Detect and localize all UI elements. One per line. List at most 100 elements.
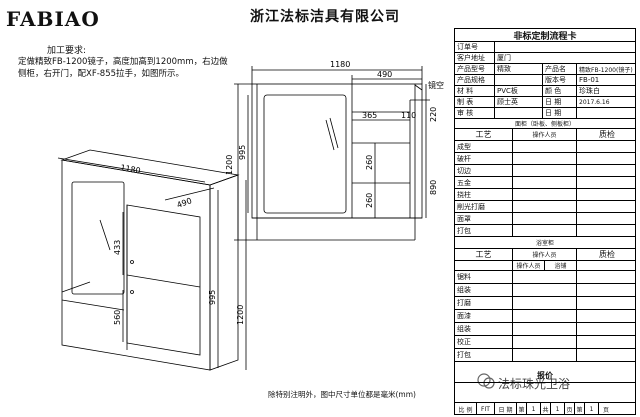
value-product-no: 精致 xyxy=(495,64,543,74)
header-process-2: 工艺 xyxy=(455,249,513,260)
footer-cell: 比 例 xyxy=(455,403,477,415)
header-operator-2: 操作人员 xyxy=(513,249,577,260)
step-row: 组装 xyxy=(455,284,635,297)
step-row: 校正 xyxy=(455,336,635,349)
form-title-row: 非标定制流程卡 xyxy=(455,29,635,42)
value-color: 珍珠白 xyxy=(579,87,600,95)
footer-cell: 第 xyxy=(575,403,585,415)
iso-side xyxy=(209,174,239,371)
step-operator-cell[interactable] xyxy=(513,213,577,224)
step-row: 五金 xyxy=(455,177,635,189)
label-color: 颜 色 xyxy=(543,86,577,96)
step-operator-cell[interactable] xyxy=(513,141,577,152)
step-name: 成型 xyxy=(455,141,513,152)
step-operator-cell[interactable] xyxy=(513,284,577,296)
footer-cell: FIT xyxy=(477,403,495,415)
step-name: 校正 xyxy=(455,336,513,348)
step-operator-cell[interactable] xyxy=(513,177,577,188)
company-logo: FABIAO xyxy=(6,7,100,31)
label-product-name: 产品名 xyxy=(543,64,577,74)
step-operator-cell[interactable] xyxy=(513,323,577,335)
label-product-no: 产品型号 xyxy=(455,64,495,74)
requirements-body: 定做精致FB-1200镜子，高度加高到1200mm，右边做侧柜，右开门，配XF-… xyxy=(18,57,228,79)
step-row: 挠柱 xyxy=(455,189,635,201)
dim-top-890: 890 xyxy=(429,180,438,195)
step-row: 打磨 xyxy=(455,297,635,310)
dim-iso-490: 490 xyxy=(176,196,193,210)
footer-cell: 页 xyxy=(602,406,609,414)
requirements-title: 加工要求: xyxy=(47,46,87,56)
step-name: 打磨 xyxy=(455,297,513,309)
label-version: 版本号 xyxy=(543,75,577,85)
watermark: 法标珠光卫浴 xyxy=(498,377,571,391)
iso-mirror xyxy=(71,181,125,295)
dim-top-260b: 260 xyxy=(365,193,374,208)
dim-top-365: 365 xyxy=(362,111,377,120)
value-version: FB-01 xyxy=(579,76,600,84)
step-row: 削光打磨 xyxy=(455,201,635,213)
sub-operator: 操作人员 xyxy=(513,261,545,270)
step-operator-cell[interactable] xyxy=(513,165,577,176)
dim-top-110: 110 xyxy=(401,111,416,120)
step-name: 打包 xyxy=(455,225,513,236)
label-audit: 审 核 xyxy=(455,108,495,118)
dim-top-sub: 490 xyxy=(377,70,392,79)
step-row: 面漆 xyxy=(455,310,635,323)
step-operator-cell[interactable] xyxy=(513,271,577,283)
step-row: 组装 xyxy=(455,323,635,336)
header-quality: 质检 xyxy=(599,130,615,139)
step-row: 打包 xyxy=(455,349,635,362)
step-name: 面漆 xyxy=(455,310,513,322)
step-name: 组装 xyxy=(455,323,513,335)
company-name: 浙江法标洁具有限公司 xyxy=(250,9,400,25)
dim-iso-433: 433 xyxy=(113,240,122,255)
step-operator-cell[interactable] xyxy=(513,336,577,348)
header-operator: 操作人员 xyxy=(513,129,577,140)
step-name: 挠柱 xyxy=(455,189,513,200)
mirror-gap-label: 镜空 xyxy=(428,80,444,90)
label-date: 日 期 xyxy=(543,97,577,107)
process-card: 非标定制流程卡 订单号 客户地址 厦门 产品型号 精致 产品名 精致FB-120… xyxy=(454,28,636,415)
value-material: PVC板 xyxy=(495,86,543,96)
step-operator-cell[interactable] xyxy=(513,349,577,361)
step-operator-cell[interactable] xyxy=(513,225,577,236)
label-order-no: 订单号 xyxy=(455,42,495,52)
front-view-frame xyxy=(251,83,423,219)
footer-cell: 1 xyxy=(551,403,565,415)
footer-cell: 第 xyxy=(517,403,527,415)
footer-cell: 1 xyxy=(527,403,541,415)
iso-front xyxy=(61,159,211,371)
form-title: 非标定制流程卡 xyxy=(513,31,577,42)
step-operator-cell[interactable] xyxy=(513,189,577,200)
footer-cell: 共 xyxy=(541,403,551,415)
step-name: 破杆 xyxy=(455,153,513,164)
step-operator-cell[interactable] xyxy=(513,153,577,164)
wechat-icon xyxy=(477,373,495,389)
header-quality-2: 质检 xyxy=(599,250,615,259)
dim-iso-1200: 1200 xyxy=(236,305,245,325)
step-row: 切边 xyxy=(455,165,635,177)
step-operator-cell[interactable] xyxy=(513,297,577,309)
label-audit-date: 日 期 xyxy=(543,108,577,118)
value-customer: 厦门 xyxy=(497,54,511,62)
footer-cell: 1 xyxy=(585,403,599,415)
label-customer: 客户地址 xyxy=(455,53,495,63)
footer-cell: 日 期 xyxy=(495,403,517,415)
dim-iso-560: 560 xyxy=(113,310,122,325)
step-row: 成型 xyxy=(455,141,635,153)
dim-top-995: 995 xyxy=(238,145,247,160)
step-operator-cell[interactable] xyxy=(513,310,577,322)
front-mirror xyxy=(263,94,347,214)
value-make: 顾士英 xyxy=(495,97,543,107)
step-operator-cell[interactable] xyxy=(513,201,577,212)
sub-worker: 浴铺 xyxy=(545,261,577,270)
value-product-name: 精致FB-1200(镜子) xyxy=(579,66,633,74)
label-spec: 产品规格 xyxy=(455,75,495,85)
step-name: 打包 xyxy=(455,349,513,361)
iso-top xyxy=(60,149,240,186)
step-row: 面罩 xyxy=(455,213,635,225)
step-name: 五金 xyxy=(455,177,513,188)
dim-top-width: 1180 xyxy=(330,60,350,69)
value-date: 2017.6.16 xyxy=(579,98,610,106)
